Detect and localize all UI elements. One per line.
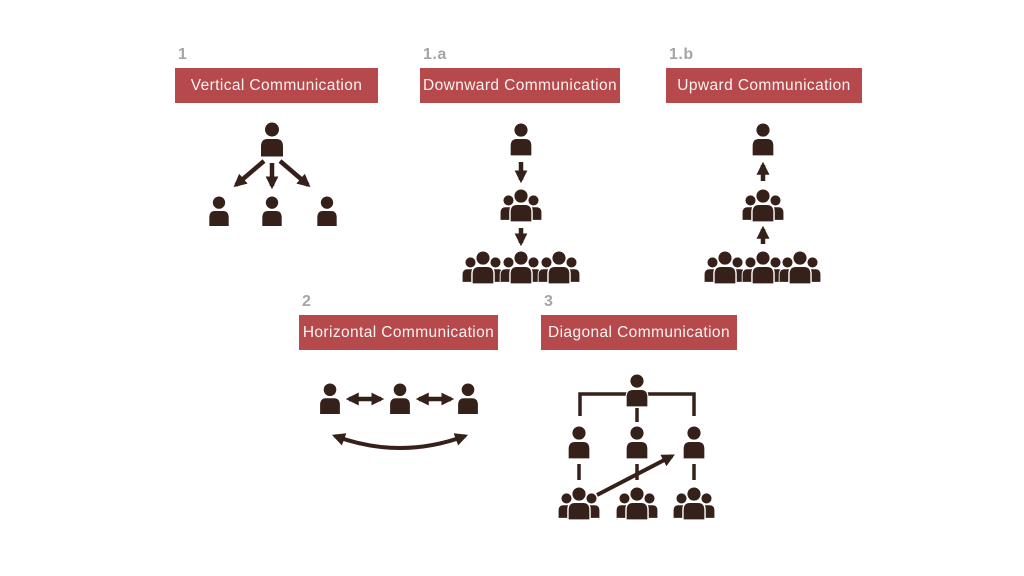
section-number: 1.a	[423, 46, 447, 63]
person-icon	[457, 382, 479, 416]
section-title-banner: Diagonal Communication	[541, 315, 737, 350]
section-title-banner: Upward Communication	[666, 68, 862, 103]
upward-communication-diagram	[697, 122, 829, 286]
person-icon	[625, 373, 649, 408]
person-icon	[509, 122, 533, 157]
section-diagonal-communication: 3 Diagonal Communication	[541, 291, 737, 530]
people-group-icon	[463, 251, 504, 283]
person-icon	[567, 425, 591, 460]
down-right-arrow-icon	[278, 159, 311, 188]
person-icon	[319, 382, 341, 416]
down-left-arrow-icon	[233, 159, 266, 188]
people-group-icon	[539, 251, 580, 283]
person-icon	[389, 382, 411, 416]
section-number: 1.b	[669, 46, 694, 63]
section-upward-communication: 1.b Upward Communication	[666, 44, 862, 286]
person-icon	[682, 425, 706, 460]
section-horizontal-communication: 2 Horizontal Communication	[299, 291, 498, 460]
people-group-icon	[617, 487, 658, 519]
person-icon	[261, 195, 283, 226]
downward-communication-diagram	[455, 122, 587, 286]
person-icon	[316, 195, 338, 226]
section-title-banner: Downward Communication	[420, 68, 620, 103]
diagonal-communication-diagram	[555, 373, 720, 530]
people-group-icon	[705, 251, 746, 283]
diagonal-arrow-icon	[596, 454, 675, 497]
section-downward-communication: 1.a Downward Communication	[420, 44, 620, 286]
people-group-icon	[743, 189, 784, 221]
section-vertical-communication: 1 Vertical Communication	[175, 44, 378, 226]
people-group-icon	[780, 251, 821, 283]
people-group-icon	[559, 487, 600, 519]
section-title-banner: Vertical Communication	[175, 68, 378, 103]
person-icon	[259, 121, 285, 158]
curved-double-arrow-icon	[331, 433, 469, 450]
person-icon	[751, 122, 775, 157]
people-group-icon	[743, 251, 784, 283]
section-number: 3	[544, 293, 554, 310]
people-group-icon	[501, 251, 542, 283]
people-group-icon	[674, 487, 715, 519]
vertical-communication-diagram	[208, 121, 338, 226]
people-group-icon	[501, 189, 542, 221]
person-icon	[208, 195, 230, 226]
section-title-banner: Horizontal Communication	[299, 315, 498, 350]
section-number: 2	[302, 293, 312, 310]
horizontal-communication-diagram	[319, 382, 479, 450]
section-number: 1	[178, 46, 188, 63]
person-icon	[625, 425, 649, 460]
